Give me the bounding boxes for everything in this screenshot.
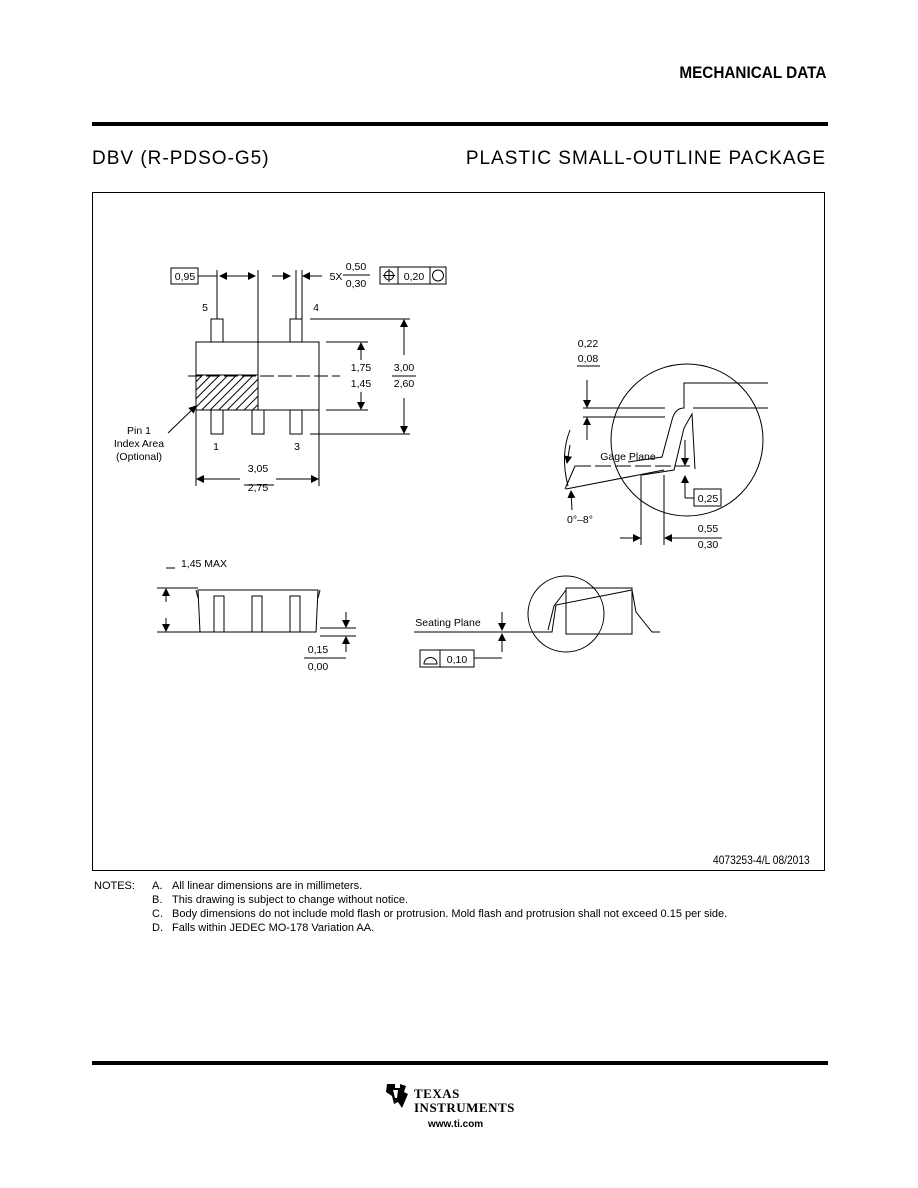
pin1-note-line3: (Optional) — [116, 451, 162, 463]
side-view — [157, 567, 356, 659]
bottom-rule — [92, 1061, 828, 1065]
lead-pin4 — [289, 318, 303, 343]
top-view — [167, 266, 447, 486]
brand-line1: TEXAS — [414, 1086, 460, 1101]
lead-width-max: 0,50 — [346, 261, 367, 273]
pin1-label: 1 — [213, 441, 219, 453]
pin4-label: 4 — [313, 302, 319, 314]
body-width-max: 1,75 — [351, 362, 372, 374]
overall-width-min: 2,60 — [394, 378, 415, 390]
drawing-frame — [92, 192, 825, 871]
thickness-min: 0,08 — [578, 353, 599, 365]
drawing-number: 4073253-4/L 08/2013 — [713, 853, 810, 867]
notes-label: NOTES: — [94, 880, 135, 892]
brand-line2: INSTRUMENTS — [414, 1100, 515, 1115]
lead-width-min: 0,30 — [346, 278, 367, 290]
pin3-label: 3 — [294, 441, 300, 453]
lead-pin3 — [289, 409, 303, 435]
pitch-value: 0,95 — [175, 271, 196, 283]
pin5-label: 5 — [202, 302, 208, 314]
body-width-min: 1,45 — [351, 378, 372, 390]
gage-height: 0,25 — [698, 493, 719, 505]
lead-pin1 — [210, 409, 224, 435]
thickness-max: 0,22 — [578, 338, 599, 350]
pin1-note-line2: Index Area — [114, 438, 164, 450]
standoff-max: 0,15 — [308, 644, 329, 656]
note-a: A.All linear dimensions are in millimete… — [152, 880, 363, 892]
pin1-note-line1: Pin 1 — [127, 425, 151, 437]
foot-length-max: 0,55 — [698, 523, 719, 535]
lead-pin2 — [251, 409, 265, 435]
lead-pin5 — [210, 318, 224, 343]
gage-plane-label: Gage Plane — [600, 451, 656, 463]
detail-circle — [610, 363, 764, 517]
ti-logo-icon — [386, 1084, 408, 1108]
body-length-min: 2,75 — [248, 482, 269, 494]
overall-width-max: 3,00 — [394, 362, 415, 374]
body-length-max: 3,05 — [248, 463, 269, 475]
lead-width-prefix: 5X — [330, 271, 343, 283]
coplanarity-value: 0,10 — [447, 654, 468, 666]
pin1-index-area — [195, 374, 259, 411]
website-link[interactable]: www.ti.com — [428, 1119, 484, 1130]
package-description: PLASTIC SMALL-OUTLINE PACKAGE — [465, 148, 826, 169]
top-rule — [92, 122, 828, 126]
note-c: C.Body dimensions do not include mold fl… — [152, 908, 728, 920]
foot-length-min: 0,30 — [698, 539, 719, 551]
package-height: 1,45 MAX — [181, 558, 227, 570]
seating-view — [414, 575, 660, 668]
standoff-min: 0,00 — [308, 661, 329, 673]
lead-angle: 0°–8° — [567, 514, 593, 526]
note-d: D.Falls within JEDEC MO-178 Variation AA… — [152, 922, 375, 934]
lead-detail — [564, 363, 768, 545]
seating-plane-label: Seating Plane — [415, 617, 481, 629]
position-tolerance: 0,20 — [404, 271, 425, 283]
note-b: B.This drawing is subject to change with… — [152, 894, 409, 906]
section-header: MECHANICAL DATA — [678, 63, 826, 82]
side-body — [197, 589, 319, 633]
package-code: DBV (R-PDSO-G5) — [92, 148, 270, 169]
